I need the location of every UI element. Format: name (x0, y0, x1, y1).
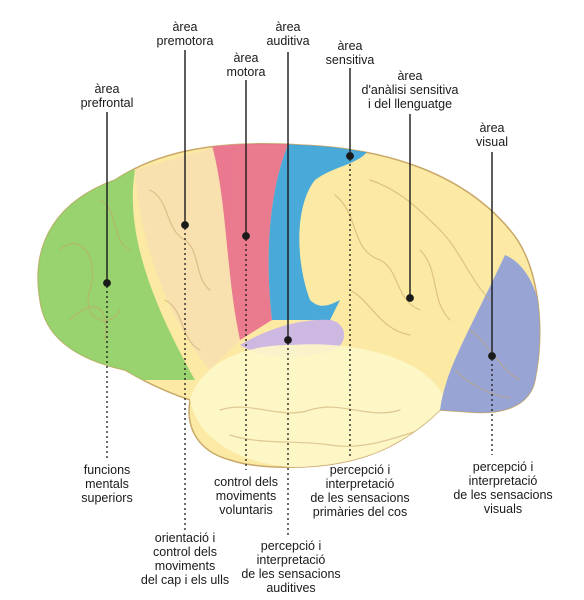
label-line: superiors (81, 491, 133, 505)
label-line: àrea (397, 69, 423, 83)
dotted-lines (106, 159, 493, 535)
label-line: control dels (214, 475, 278, 489)
label-line: àrea (172, 20, 198, 34)
label-line: del cap i els ulls (140, 573, 230, 587)
label-line: d'anàlisi sensitiva (361, 83, 459, 97)
label-line: àrea (94, 82, 120, 96)
region-premotor (135, 143, 240, 370)
label-line: percepció i (260, 539, 322, 553)
label-line: moviments (154, 559, 216, 573)
label-line: de les sensacions (453, 488, 553, 502)
pointer-lines (103, 50, 496, 360)
label-line: interpretació (256, 553, 326, 567)
label-line: auditives (266, 581, 316, 595)
label-line: de les sensacions (241, 567, 341, 581)
label-line: àrea (233, 51, 259, 65)
label-sensory-area: àrea sensitiva (312, 39, 388, 67)
label-auditory-area: àrea auditiva (250, 20, 326, 48)
label-visual-area: àrea visual (456, 121, 528, 149)
label-line: visuals (483, 502, 523, 516)
label-line: interpretació (325, 477, 395, 491)
label-line: moviments (215, 489, 277, 503)
label-premotor-area: àrea premotora (140, 20, 230, 48)
label-line: premotora (156, 34, 214, 48)
label-primary-body-sensation: percepció i interpretació de les sensaci… (290, 463, 430, 519)
label-line: control dels (153, 545, 217, 559)
label-line: percepció i (329, 463, 391, 477)
label-line: primàries del cos (312, 505, 408, 519)
label-line: voluntaris (219, 503, 273, 517)
label-line: àrea (337, 39, 363, 53)
label-line: orientació i (154, 531, 216, 545)
region-auditory (268, 143, 370, 320)
label-line: percepció i (472, 460, 534, 474)
region-motor (210, 143, 290, 340)
label-line: àrea (479, 121, 505, 135)
label-auditory-perception: percepció i interpretació de les sensaci… (226, 539, 356, 595)
label-line: prefrontal (80, 96, 134, 110)
label-visual-perception: percepció i interpretació de les sensaci… (437, 460, 569, 516)
region-temporal (190, 344, 445, 468)
label-head-eye-orientation: orientació i control dels moviments del … (110, 531, 260, 587)
label-line: i del llenguatge (367, 97, 453, 111)
label-line: de les sensacions (310, 491, 410, 505)
label-line: mentals (85, 477, 129, 491)
label-line: auditiva (266, 34, 310, 48)
label-line: àrea (275, 20, 301, 34)
label-sensory-analysis-language-area: àrea d'anàlisi sensitiva i del llenguatg… (350, 69, 470, 111)
label-motor-area: àrea motora (206, 51, 286, 79)
label-higher-mental-functions: funcions mentals superiors (62, 463, 152, 505)
label-line: visual (476, 135, 508, 149)
label-line: interpretació (468, 474, 538, 488)
label-line: sensitiva (325, 53, 375, 67)
label-voluntary-movement-control: control dels moviments voluntaris (190, 475, 302, 517)
label-line: funcions (83, 463, 131, 477)
label-prefrontal-area: àrea prefrontal (67, 82, 147, 110)
label-line: motora (226, 65, 266, 79)
